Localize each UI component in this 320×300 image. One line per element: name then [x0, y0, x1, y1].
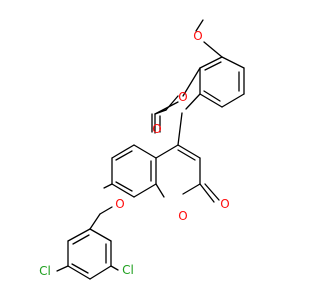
bond: [165, 95, 179, 111]
molecule-structure-diagram: O O O O O O Cl Cl: [39, 19, 245, 280]
bond: [204, 183, 220, 201]
bond: [89, 265, 112, 280]
bond: [182, 67, 201, 97]
bond: [199, 93, 223, 108]
bond: [89, 228, 112, 242]
bond: [177, 144, 201, 159]
bond: [221, 56, 245, 69]
bond: [115, 181, 133, 192]
oxygen-carbonyl-bottom-label: O: [220, 197, 229, 211]
bond: [56, 265, 69, 272]
chlorine-left-label: Cl: [39, 264, 51, 278]
bond: [71, 263, 89, 274]
bond: [155, 144, 179, 159]
oxygen-ring-top-label: O: [178, 90, 187, 104]
bond: [221, 93, 245, 108]
bond: [115, 150, 133, 161]
bond: [203, 41, 223, 58]
bond: [67, 265, 91, 280]
atom-labels: O O O O O O Cl Cl: [39, 29, 230, 278]
bond: [161, 109, 167, 112]
bond: [177, 112, 183, 146]
oxygen-methoxy-label: O: [193, 29, 202, 43]
bond: [133, 144, 157, 159]
oxygen-ring-bottom-label: O: [178, 209, 187, 223]
bond: [111, 144, 135, 159]
bond: [199, 183, 215, 203]
bond: [195, 19, 204, 32]
bond: [99, 206, 113, 215]
oxygen-carbonyl-top-label: O: [152, 122, 161, 136]
bond: [110, 265, 119, 271]
bond: [203, 90, 221, 102]
bond: [155, 183, 165, 198]
bond: [111, 183, 135, 198]
bond: [182, 183, 201, 195]
bond: [89, 213, 101, 230]
chlorine-right-label: Cl: [122, 263, 134, 277]
bond: [177, 149, 196, 161]
bond: [199, 56, 223, 69]
bond: [72, 234, 90, 245]
bond: [67, 228, 91, 242]
bonds: [56, 19, 245, 280]
bond: [103, 183, 113, 189]
bond: [204, 61, 222, 71]
bond: [185, 93, 201, 110]
oxygen-ether-label: O: [115, 197, 124, 211]
bond: [133, 183, 157, 198]
